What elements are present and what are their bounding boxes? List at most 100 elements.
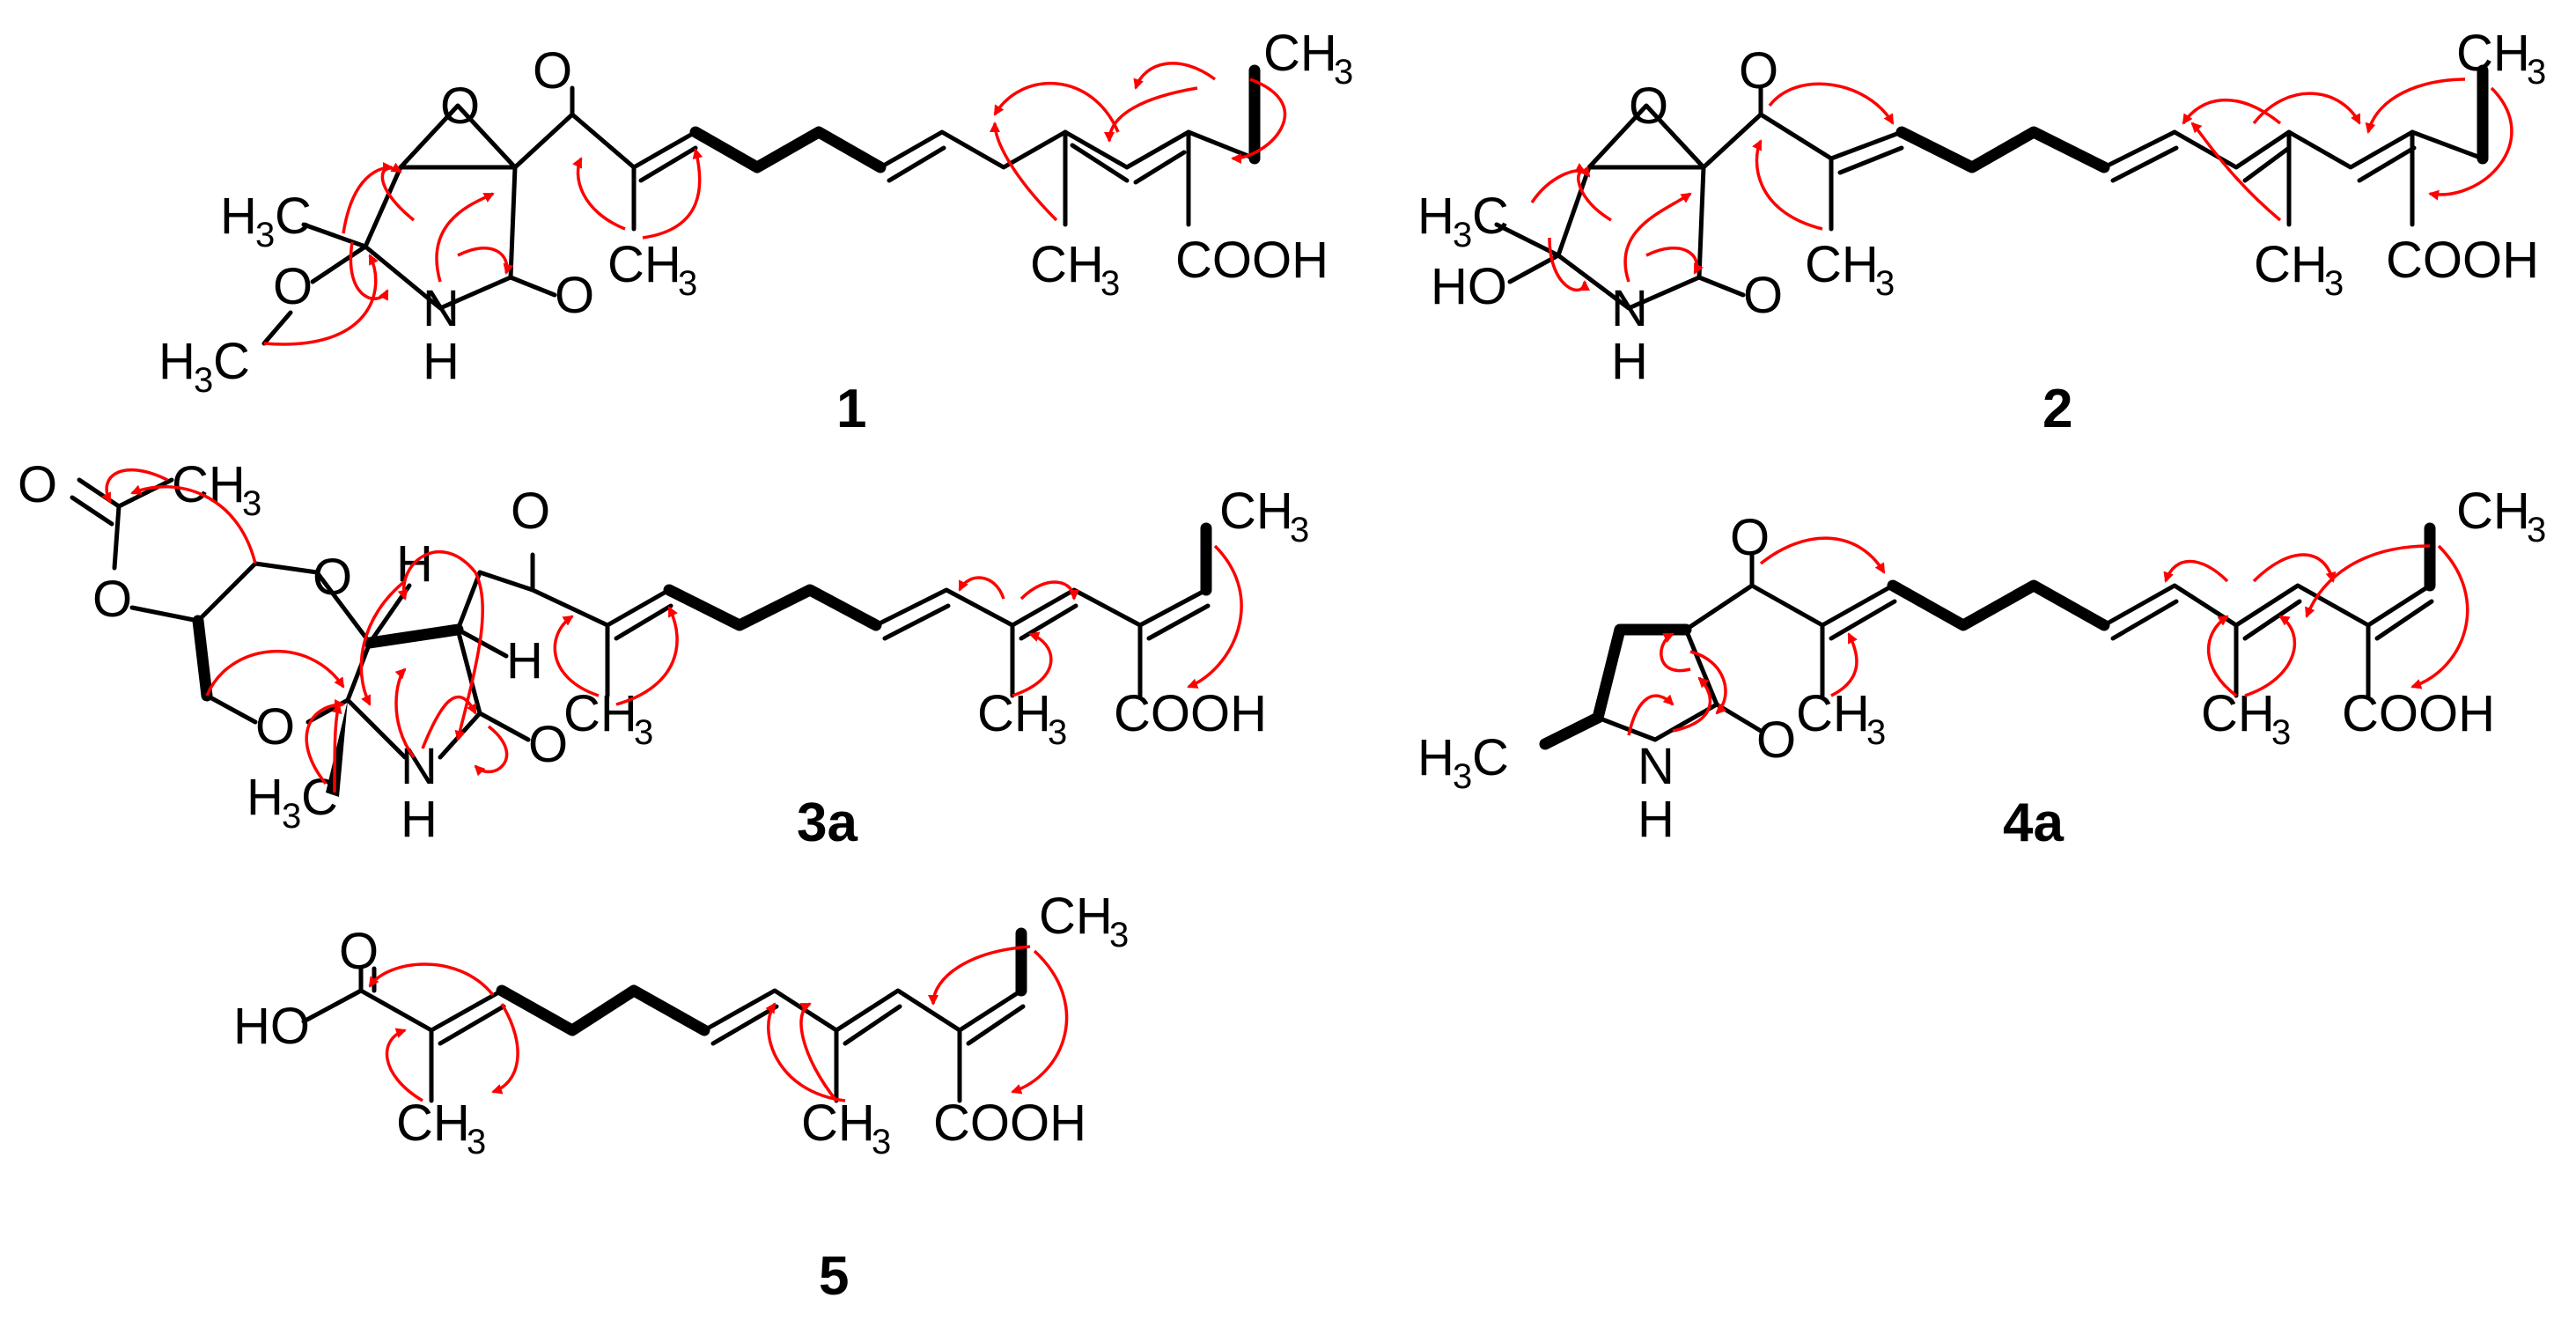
svg-text:3: 3 [1453, 757, 1472, 796]
ketone-oxygen: O [533, 42, 572, 100]
compound-label: 4a [2003, 793, 2064, 853]
ester-oxygen: O [92, 571, 132, 628]
svg-text:H: H [1417, 729, 1454, 786]
svg-text:C: C [1472, 188, 1509, 245]
svg-text:3: 3 [1334, 53, 1353, 92]
amide-hydrogen: H [401, 791, 438, 848]
svg-text:CH: CH [396, 1095, 470, 1152]
methyl-group: CH3 [2201, 685, 2291, 752]
svg-text:3: 3 [2527, 53, 2546, 92]
svg-text:3: 3 [678, 264, 697, 303]
svg-text:C: C [301, 769, 338, 826]
svg-text:3: 3 [1048, 713, 1067, 752]
amide-hydrogen: H [1611, 333, 1648, 390]
amide-hydrogen: H [423, 333, 460, 390]
svg-text:3: 3 [1875, 264, 1895, 303]
methoxy-oxygen: O [273, 258, 313, 315]
ring-oxygen: O [255, 698, 295, 756]
acetyl-carbonyl-oxygen: O [18, 456, 57, 513]
svg-text:C: C [213, 333, 250, 390]
ketone-oxygen: O [511, 483, 550, 540]
svg-text:3: 3 [282, 797, 301, 836]
compound-label: 2 [2042, 379, 2072, 439]
svg-text:CH: CH [2456, 25, 2530, 82]
svg-text:CH: CH [1805, 236, 1879, 293]
methyl-group: CH3 [172, 456, 261, 523]
methyl-group: CH3 [801, 1095, 891, 1161]
ketone-oxygen: O [1730, 509, 1770, 566]
svg-text:H: H [1417, 188, 1454, 245]
svg-text:3: 3 [2527, 511, 2546, 549]
methyl-group: CH3 [2456, 483, 2546, 549]
compound-1-hmbc-arrows [263, 62, 1287, 346]
svg-text:3: 3 [634, 713, 653, 752]
epoxide-oxygen: O [1629, 77, 1668, 135]
compound-2-hmbc-arrows [1530, 77, 2513, 292]
svg-text:CH: CH [1263, 25, 1337, 82]
methyl-group: CH3 [1030, 236, 1120, 303]
carboxylic-acid-group: COOH [2342, 685, 2495, 742]
svg-text:CH: CH [1030, 236, 1104, 293]
carboxylic-acid-group: COOH [1175, 232, 1328, 289]
ring-oxygen: O [313, 549, 352, 606]
ketone-oxygen: O [1739, 42, 1778, 100]
carboxylic-acid-group: COOH [933, 1095, 1086, 1152]
svg-text:3: 3 [2271, 713, 2291, 752]
lactam-carbonyl-oxygen: O [1756, 711, 1796, 769]
svg-text:CH: CH [2201, 685, 2275, 742]
compound-5-hmbc-arrows [368, 945, 1069, 1102]
lactam-carbonyl-oxygen: O [528, 716, 568, 773]
amide-nitrogen: N [1638, 738, 1674, 795]
svg-text:CH: CH [1219, 483, 1293, 540]
svg-text:CH: CH [801, 1095, 875, 1152]
hydroxyl-group: HO [233, 998, 310, 1055]
methyl-group: CH3 [2254, 236, 2344, 303]
svg-text:CH: CH [2254, 236, 2328, 293]
svg-text:3: 3 [2324, 264, 2344, 303]
svg-text:CH: CH [607, 236, 681, 293]
compound-label: 5 [819, 1246, 849, 1307]
methyl-group: CH3 [1039, 888, 1129, 955]
compound-label: 1 [836, 379, 866, 439]
svg-text:CH: CH [2456, 483, 2530, 540]
amide-nitrogen: N [1611, 280, 1648, 337]
svg-text:H: H [158, 333, 195, 390]
methyl-group: CH3 [1219, 483, 1309, 549]
compound-5-structure: O HO CH3 CH3 COOH CH3 [233, 888, 1129, 1161]
svg-text:3: 3 [467, 1123, 486, 1161]
epoxide-oxygen: O [440, 77, 480, 135]
svg-text:3: 3 [242, 484, 261, 523]
methyl-group: CH3 [977, 685, 1067, 752]
svg-text:H: H [247, 769, 283, 826]
svg-text:3: 3 [1109, 916, 1129, 955]
svg-text:CH: CH [1039, 888, 1113, 945]
methyl-group: CH3 [1805, 236, 1895, 303]
svg-text:C: C [1472, 729, 1509, 786]
svg-text:3: 3 [1866, 713, 1886, 752]
methyl-group: CH3 [607, 236, 697, 303]
svg-text:3: 3 [1100, 264, 1120, 303]
methyl-group: CH3 [563, 685, 653, 752]
svg-text:C: C [275, 188, 312, 245]
amide-hydrogen: H [1638, 791, 1674, 848]
methyl-group: CH3 [1796, 685, 1886, 752]
compound-label: 3a [797, 793, 857, 853]
lactam-carbonyl-oxygen: O [555, 267, 594, 324]
compound-4a-hmbc-arrows [1627, 536, 2469, 736]
svg-text:3: 3 [1290, 511, 1309, 549]
amide-nitrogen: N [423, 280, 460, 337]
methyl-group: CH3 [2456, 25, 2546, 92]
svg-text:CH: CH [172, 456, 246, 513]
bridgehead-hydrogen: H [506, 632, 543, 689]
svg-text:3: 3 [194, 361, 213, 400]
svg-text:3: 3 [872, 1123, 891, 1161]
svg-text:3: 3 [1453, 216, 1472, 254]
lactam-carbonyl-oxygen: O [1743, 267, 1783, 324]
